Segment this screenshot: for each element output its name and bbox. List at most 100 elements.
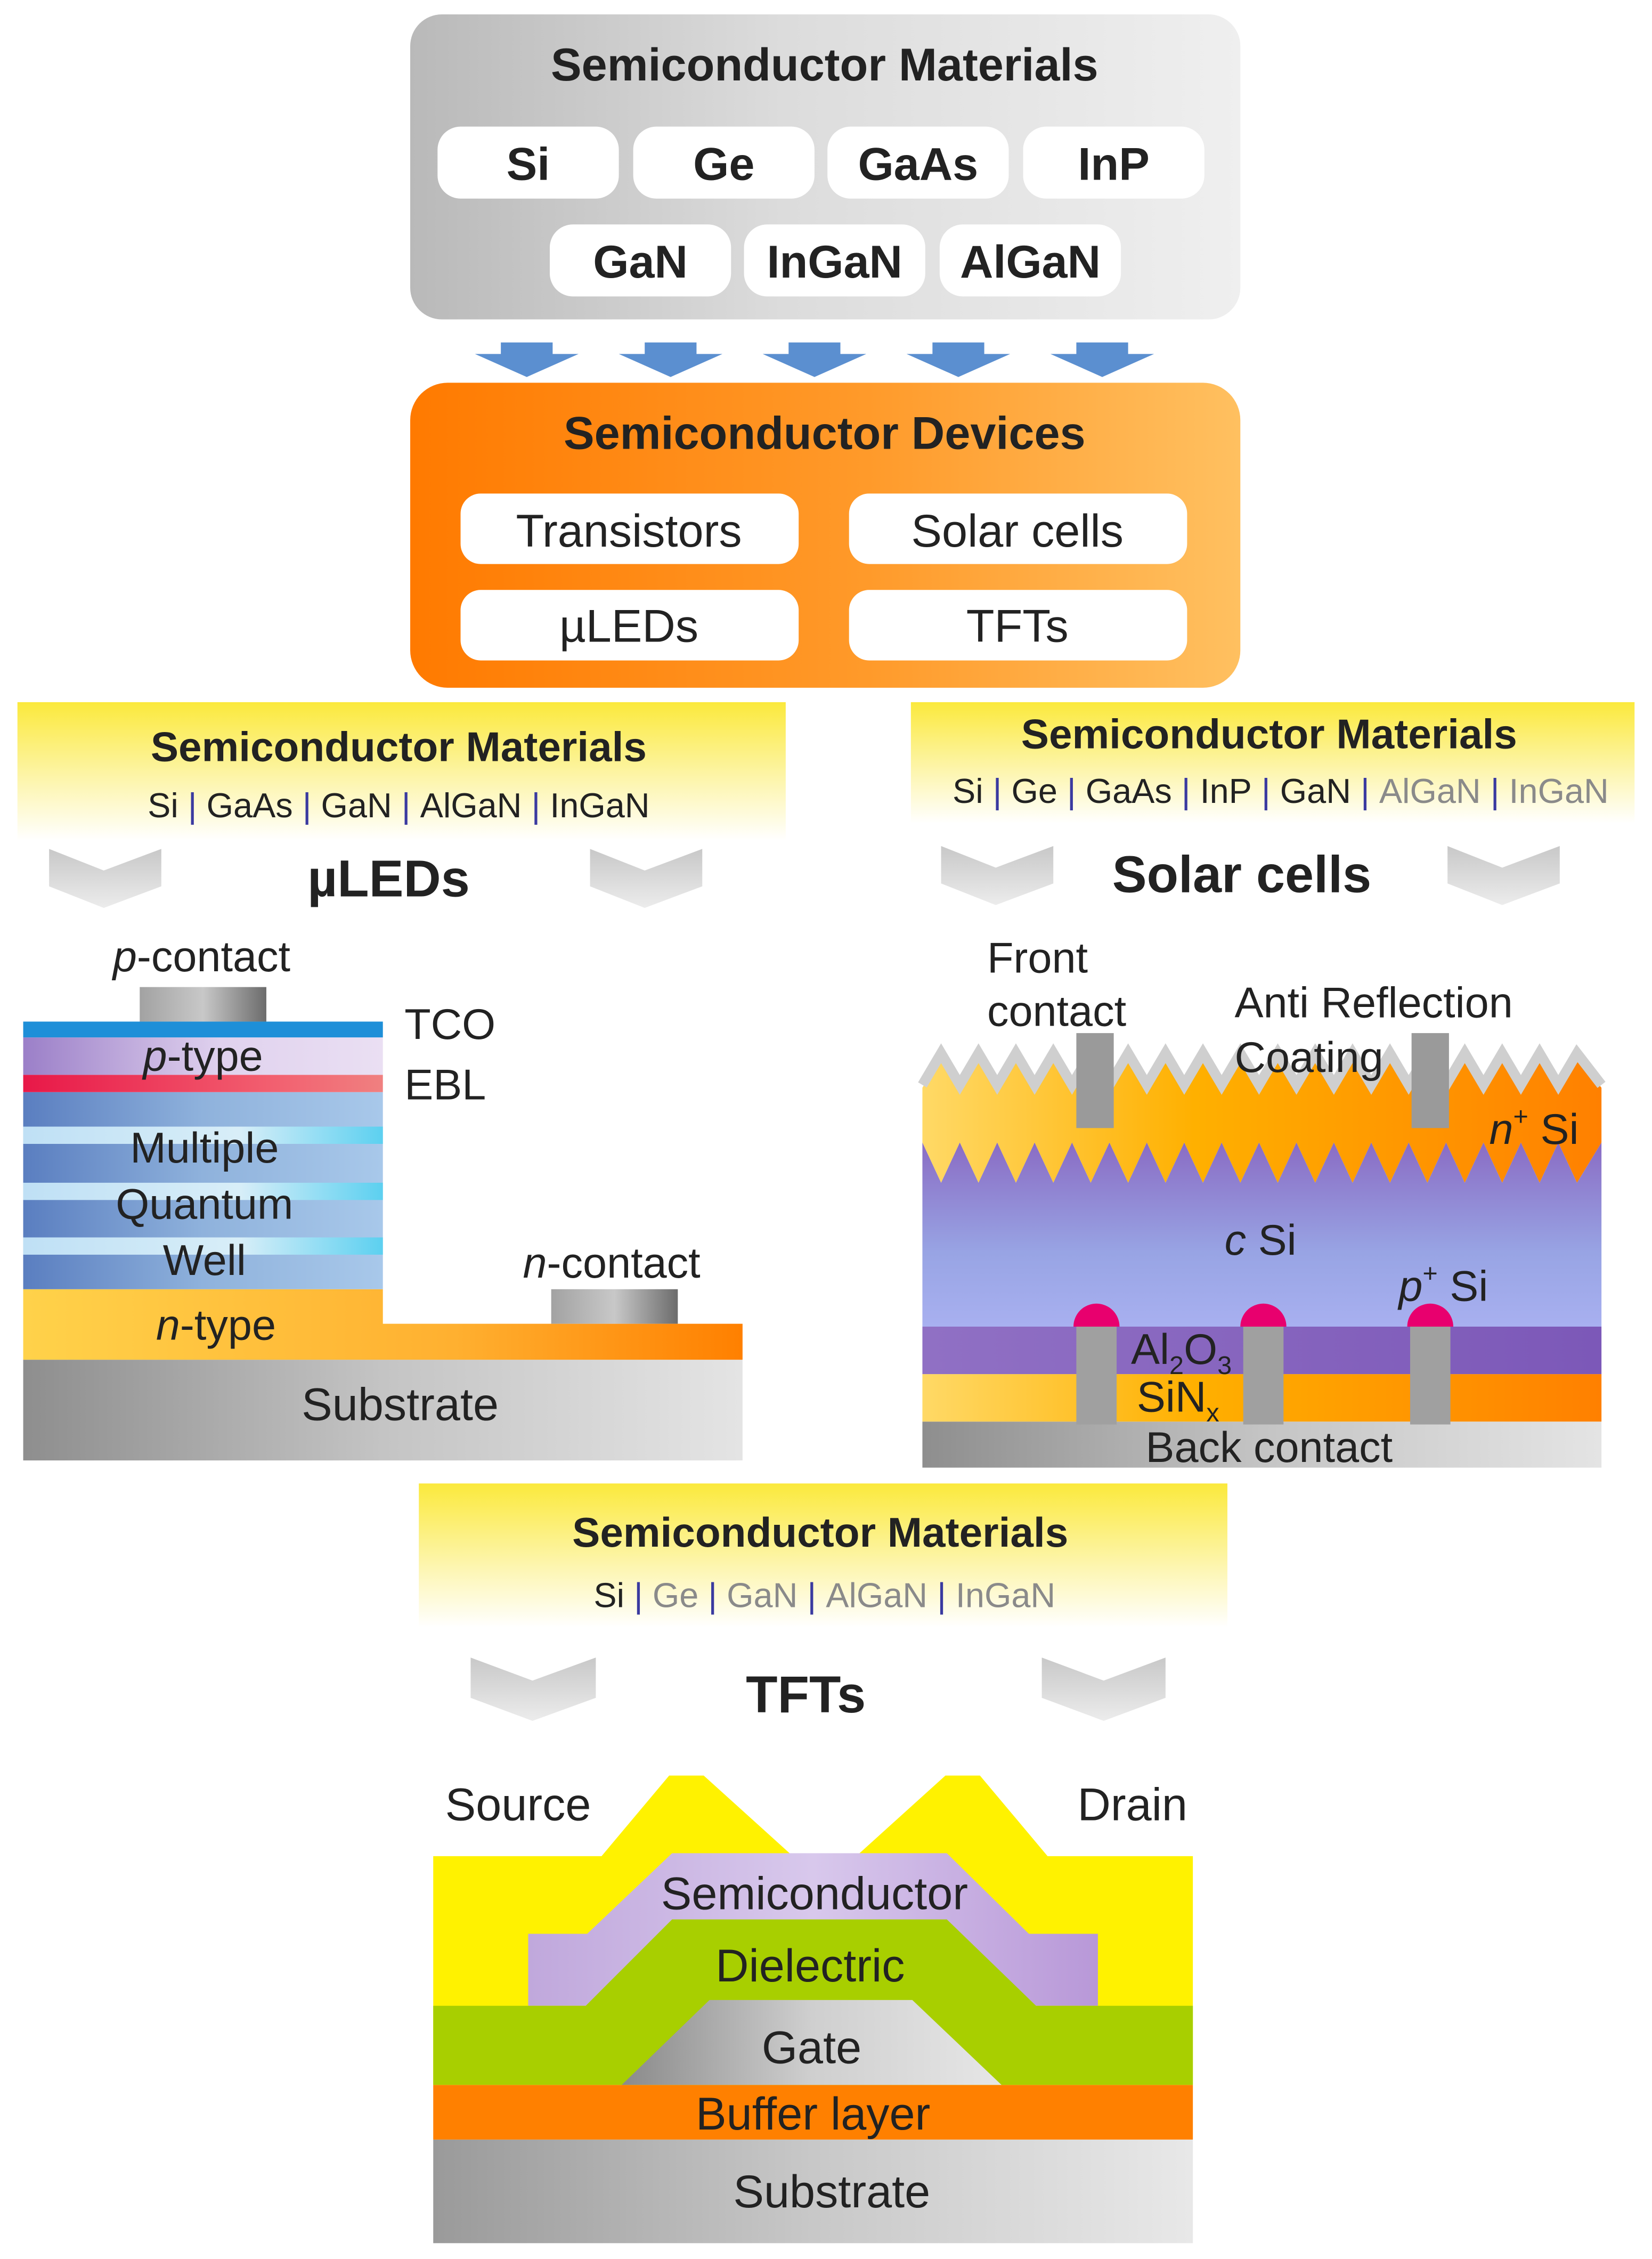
chevron-down-icon	[470, 1657, 596, 1721]
uled-panel: Semiconductor Materials Si | GaAs | GaN …	[17, 702, 786, 1461]
solar-front-contact-label-1: Front	[987, 935, 1088, 982]
uled-p-contact-pad	[140, 987, 266, 1022]
material-separator: |	[392, 786, 420, 825]
material-separator: |	[624, 1576, 653, 1615]
material-item: Ge	[653, 1576, 698, 1615]
device-chip-solar-cells	[849, 493, 1187, 564]
material-chip-label: GaAs	[858, 139, 978, 190]
solar-p-plus-dot	[1407, 1303, 1453, 1327]
chevron-down-icon	[1447, 846, 1560, 905]
uled-ebl-layer	[23, 1075, 383, 1092]
material-separator: |	[698, 1576, 727, 1615]
solar-back-contact-label: Back contact	[1145, 1424, 1393, 1472]
solar-materials-title: Semiconductor Materials	[1021, 710, 1517, 757]
device-chip-label: TFTs	[966, 600, 1069, 652]
material-chip-label: Si	[507, 139, 550, 190]
material-item: Si	[953, 771, 983, 810]
solar-sinx-label: SiNx	[1137, 1373, 1219, 1427]
uled-mqw-label-1: Multiple	[130, 1124, 279, 1172]
tft-materials-header	[419, 1483, 1227, 1628]
solar-front-contact-finger	[1076, 1033, 1114, 1128]
material-separator: |	[293, 786, 321, 825]
material-chip-si	[437, 126, 619, 199]
uled-tco-layer	[23, 1021, 383, 1038]
material-separator: |	[983, 771, 1012, 810]
material-chip-label: InP	[1078, 139, 1149, 190]
uled-n-contact-pad	[551, 1289, 678, 1324]
tft-heading: TFTs	[746, 1665, 866, 1724]
material-separator: |	[1481, 771, 1509, 810]
material-item: GaAs	[207, 786, 293, 825]
uled-p-type-layer	[23, 1037, 383, 1075]
chevron-down-icon	[941, 846, 1054, 905]
down-arrow-icon	[762, 342, 867, 377]
material-chip-gan	[549, 224, 731, 297]
top-materials-box: Semiconductor Materials Si Ge GaAs InP G…	[410, 14, 1241, 320]
solar-al2o3-label: Al2O3	[1131, 1326, 1232, 1380]
device-chip-transistors	[460, 493, 799, 564]
material-item: AlGaN	[1379, 771, 1481, 810]
tft-substrate-label: Substrate	[733, 2166, 930, 2217]
tft-materials-list: Si | Ge | GaN | AlGaN | InGaN	[593, 1576, 1055, 1615]
tft-materials-title: Semiconductor Materials	[572, 1509, 1068, 1556]
uled-p-contact-label: p-contact	[111, 933, 290, 981]
uled-mqw-label-3: Well	[163, 1237, 246, 1285]
material-separator: |	[927, 1576, 956, 1615]
material-item: GaAs	[1086, 771, 1172, 810]
material-chip-gaas	[827, 126, 1009, 199]
tft-source-label: Source	[445, 1779, 591, 1830]
material-item: Si	[593, 1576, 624, 1615]
uled-materials-header	[17, 702, 786, 841]
material-chip-label: InGaN	[767, 237, 902, 288]
chevron-down-icon	[1041, 1657, 1166, 1721]
material-item: InGaN	[956, 1576, 1055, 1615]
solar-c-si-label: c Si	[1225, 1216, 1297, 1264]
solar-materials-list: Si | Ge | GaAs | InP | GaN | AlGaN | InG…	[953, 771, 1609, 810]
uled-materials-list: Si | GaAs | GaN | AlGaN | InGaN	[148, 786, 649, 825]
material-separator: |	[522, 786, 550, 825]
material-chip-label: AlGaN	[960, 237, 1101, 288]
tft-substrate-layer	[433, 2139, 1193, 2244]
material-item: InGaN	[550, 786, 649, 825]
solar-panel: Semiconductor Materials Si | Ge | GaAs |…	[910, 702, 1635, 1472]
solar-back-contact-via	[1076, 1326, 1117, 1425]
material-item: InP	[1200, 771, 1252, 810]
chevron-down-icon	[49, 849, 161, 908]
solar-back-contact-via	[1410, 1326, 1451, 1425]
uled-materials-title: Semiconductor Materials	[151, 724, 647, 770]
tft-drain-label: Drain	[1077, 1779, 1187, 1830]
material-item: Ge	[1011, 771, 1057, 810]
down-arrow-icon	[1050, 342, 1154, 377]
solar-front-contact-finger	[1411, 1033, 1449, 1128]
material-separator: |	[797, 1576, 826, 1615]
material-chip-algan	[939, 224, 1121, 297]
solar-c-si-layer	[922, 1142, 1602, 1327]
tft-panel: Semiconductor Materials Si | Ge | GaN | …	[419, 1483, 1227, 2244]
material-chip-label: GaN	[593, 237, 688, 288]
down-arrows	[475, 342, 1154, 377]
uled-p-type-label: p-type	[142, 1032, 263, 1080]
material-item: AlGaN	[826, 1576, 927, 1615]
device-chip-label: Transistors	[516, 506, 742, 557]
solar-p-plus-dot	[1240, 1303, 1287, 1327]
uled-well-layer	[23, 1126, 383, 1144]
solar-front-contact-label-2: contact	[987, 988, 1126, 1036]
solar-heading: Solar cells	[1112, 845, 1371, 903]
material-separator: |	[178, 786, 207, 825]
uled-ebl-label: EBL	[404, 1061, 486, 1109]
tft-dielectric-label: Dielectric	[715, 1940, 905, 1992]
tft-semiconductor-label: Semiconductor	[661, 1868, 968, 1920]
top-materials-title: Semiconductor Materials	[551, 39, 1098, 91]
tft-gate-layer	[622, 2000, 1002, 2085]
material-separator: |	[1057, 771, 1086, 810]
device-chip-label: µLEDs	[559, 600, 698, 652]
device-chip-tfts	[849, 590, 1187, 661]
uled-heading: µLEDs	[307, 849, 470, 907]
down-arrow-icon	[906, 342, 1011, 377]
tft-gate-label: Gate	[762, 2022, 861, 2074]
solar-arc-layer	[918, 1043, 1606, 1095]
material-item: Si	[148, 786, 178, 825]
material-chip-inp	[1023, 126, 1205, 199]
material-chip-label: Ge	[693, 139, 754, 190]
